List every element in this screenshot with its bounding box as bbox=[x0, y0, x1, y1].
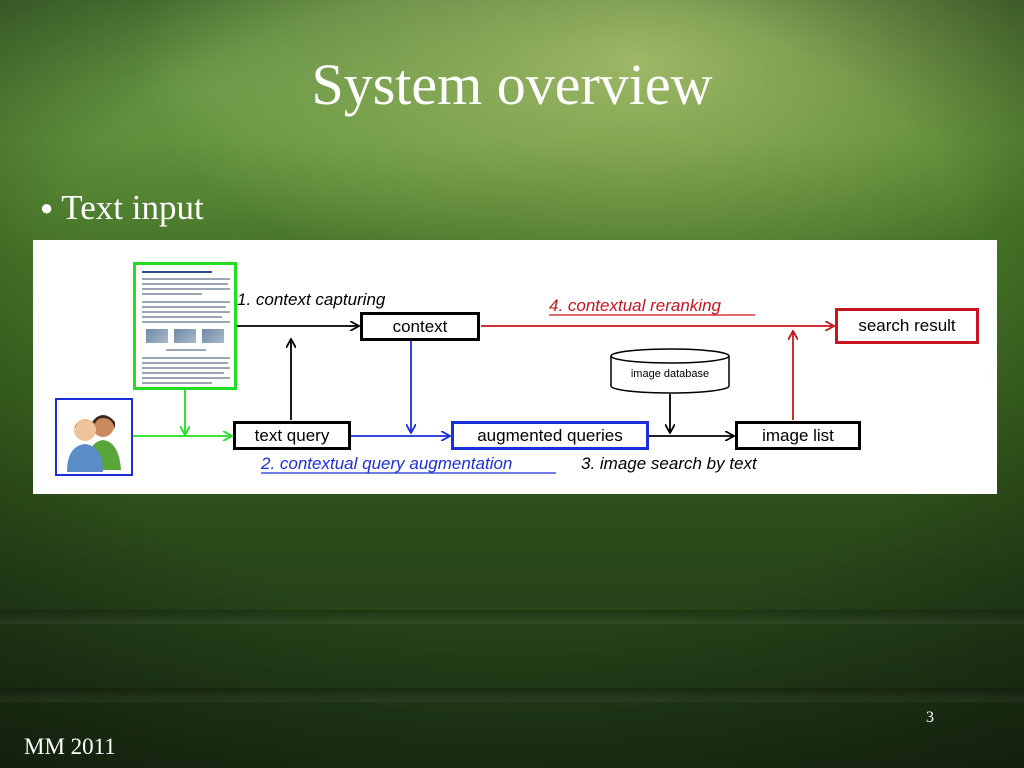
doc-line bbox=[142, 372, 224, 374]
doc-line bbox=[166, 349, 206, 351]
image-list-box: image list bbox=[735, 421, 861, 450]
step2-label: 2. contextual query augmentation bbox=[261, 454, 513, 473]
page-number: 3 bbox=[926, 709, 934, 726]
footer-text: MM 2011 bbox=[24, 734, 116, 759]
doc-line bbox=[142, 301, 230, 303]
bullet-text: Text input bbox=[61, 188, 204, 227]
doc-photo-thumbnail bbox=[146, 329, 168, 343]
background-band bbox=[0, 610, 1024, 624]
doc-line bbox=[142, 321, 230, 323]
search-result-box: search result bbox=[835, 308, 979, 344]
step3-label: 3. image search by text bbox=[581, 454, 757, 473]
step1-label: 1. context capturing bbox=[237, 290, 386, 309]
doc-line bbox=[142, 362, 228, 364]
image-database: image database bbox=[609, 348, 731, 394]
doc-line bbox=[142, 283, 228, 285]
augmented-queries-box: augmented queries bbox=[451, 421, 649, 450]
doc-photo-thumbnail bbox=[174, 329, 196, 343]
doc-line bbox=[142, 311, 230, 313]
doc-line bbox=[142, 278, 230, 280]
slide-title: System overview bbox=[311, 52, 713, 117]
doc-line bbox=[142, 316, 222, 318]
doc-line bbox=[142, 377, 230, 379]
doc-photo-thumbnail bbox=[202, 329, 224, 343]
doc-line bbox=[142, 288, 230, 290]
step4-label: 4. contextual reranking bbox=[549, 296, 721, 315]
user-icon bbox=[55, 398, 133, 476]
doc-line bbox=[142, 306, 226, 308]
doc-line bbox=[142, 357, 230, 359]
diagram-arrows bbox=[133, 314, 997, 474]
image-database-label: image database bbox=[630, 368, 710, 380]
bullet-dot-icon: ● bbox=[40, 195, 54, 220]
background-band bbox=[0, 688, 1024, 702]
text-query-box: text query bbox=[233, 421, 351, 450]
bullet-item: ● Text input bbox=[40, 186, 204, 230]
context-box: context bbox=[360, 312, 480, 341]
doc-line bbox=[142, 382, 212, 384]
doc-line bbox=[142, 293, 202, 295]
system-diagram: image database context text query augmen… bbox=[33, 240, 997, 494]
doc-line bbox=[142, 271, 212, 273]
doc-line bbox=[142, 367, 230, 369]
webpage-document-thumbnail bbox=[133, 262, 237, 390]
